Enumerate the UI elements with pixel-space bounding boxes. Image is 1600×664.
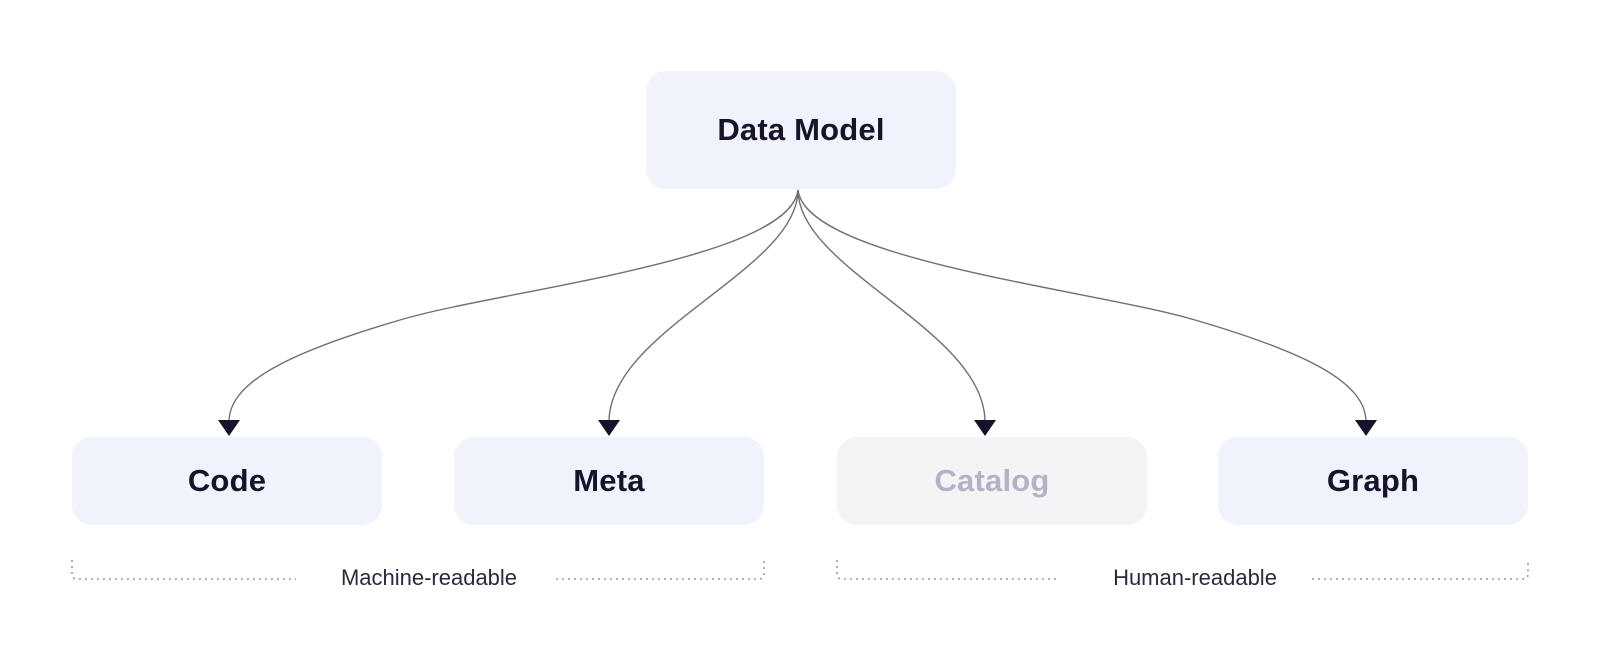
arrowhead-code — [218, 420, 240, 436]
connector-root-to-catalog — [797, 189, 986, 423]
arrowhead-meta — [598, 420, 620, 436]
node-catalog: Catalog — [837, 437, 1147, 525]
node-data-model: Data Model — [646, 71, 956, 189]
node-label: Code — [187, 463, 267, 498]
group-label-human-readable: Human-readable — [1078, 563, 1312, 593]
node-label: Graph — [1326, 463, 1420, 498]
connector-root-to-meta — [608, 189, 799, 423]
node-label: Meta — [573, 463, 645, 498]
node-code: Code — [72, 437, 382, 525]
connector-root-to-code — [228, 189, 799, 423]
connector-root-to-graph — [797, 189, 1367, 423]
node-meta: Meta — [454, 437, 764, 525]
bracket-human-readable — [836, 560, 1529, 580]
arrowhead-graph — [1355, 420, 1377, 436]
node-label: Catalog — [934, 463, 1050, 498]
group-label-machine-readable: Machine-readable — [306, 563, 552, 593]
bracket-machine-readable — [71, 560, 765, 580]
node-graph: Graph — [1218, 437, 1528, 525]
node-label: Data Model — [717, 112, 885, 147]
arrowhead-catalog — [974, 420, 996, 436]
